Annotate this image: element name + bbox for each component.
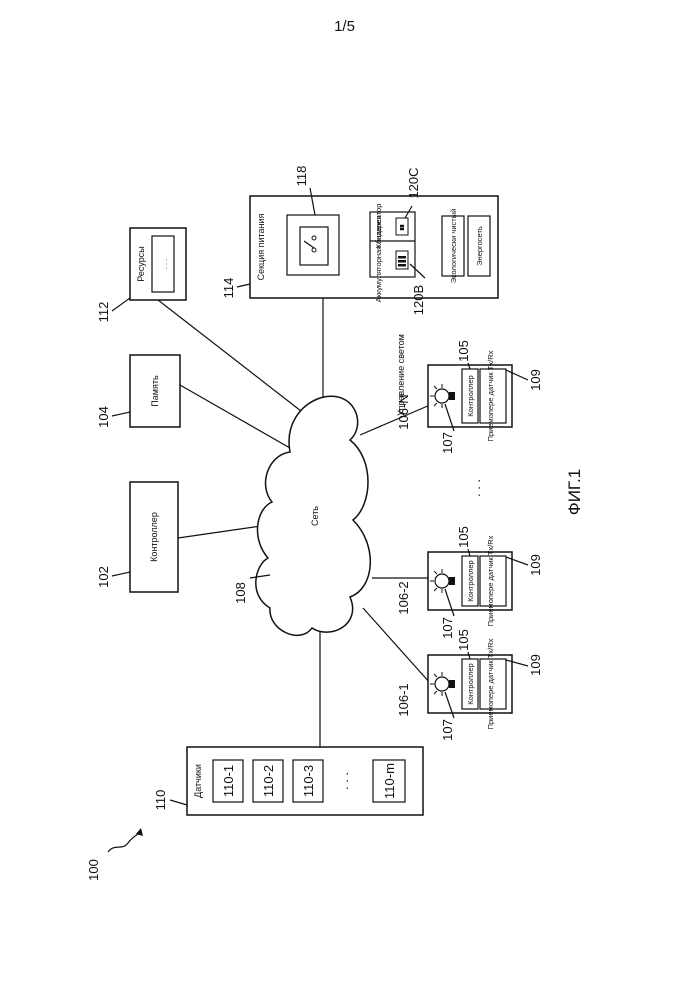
lamp-ref: 107	[440, 617, 455, 639]
resources-ref: 112	[96, 302, 111, 323]
power-section-ref: 114	[221, 278, 236, 299]
sensor-ellipsis: . . .	[336, 772, 351, 790]
grid-label: Энергосеть	[475, 226, 484, 266]
eco-label: Экологически чистый	[449, 209, 458, 284]
unit-ref: 106-2	[396, 581, 411, 614]
memory-ref-leader	[112, 412, 130, 416]
unit-controller-label: Контроллер	[466, 375, 475, 416]
link-resources-network	[158, 300, 310, 418]
link-controller-network	[178, 525, 268, 538]
figure-caption: ФИГ.1	[565, 469, 584, 515]
link-unitN-network	[360, 405, 430, 435]
switch-icon	[300, 227, 328, 265]
power-section-label: Секция питания	[256, 213, 266, 280]
unit-sensor-label: Приемопере датчик Tx/Rx	[486, 535, 495, 626]
sensor-item-label: 110-3	[301, 765, 316, 797]
sensor-item-label: 110-m	[382, 763, 397, 799]
sensors-ref-leader	[170, 800, 187, 805]
unit-sensor-label: Приемопере датчик Tx/Rx	[486, 638, 495, 729]
resources-ref-leader	[112, 298, 130, 311]
lamp-ref: 107	[440, 432, 455, 454]
memory-ref: 104	[96, 406, 111, 428]
unit-ref: 106-1	[396, 683, 411, 716]
capacitor-ref: 120C	[406, 167, 421, 198]
unit-controller-label: Контроллер	[466, 560, 475, 601]
resources-ellipsis: . . .	[160, 259, 169, 269]
capacitor-icon	[396, 218, 408, 235]
unit-sensor-label: Приемопере датчик Tx/Rx	[486, 350, 495, 441]
capacitor-label: Конденсатор	[374, 204, 383, 249]
controller-label: Контроллер	[149, 512, 159, 562]
resources-label: Ресурсы	[136, 246, 146, 282]
controller-ref: 102	[96, 566, 111, 588]
unit-sensor-ref: 109	[528, 554, 543, 576]
lamp-ref: 107	[440, 719, 455, 741]
unit-sensor-ref: 109	[528, 369, 543, 391]
link-memory-network	[180, 385, 290, 448]
controller-ref-leader	[112, 572, 130, 576]
unit-controller-ref: 105	[456, 340, 471, 362]
unit-continuation-dots: . . .	[468, 479, 483, 497]
unit-controller-ref: 105	[456, 629, 471, 651]
unit-controller-label: Контроллер	[466, 663, 475, 704]
sensor-item-label: 110-1	[221, 765, 236, 797]
switch-ref: 118	[294, 166, 309, 187]
network-ref: 108	[233, 582, 248, 604]
sensors-ref: 110	[153, 790, 168, 811]
unit-controller-ref: 105	[456, 526, 471, 548]
network-label: Сеть	[310, 506, 320, 526]
system-ref: 100	[86, 859, 101, 881]
battery-icon	[396, 251, 408, 269]
battery-ref: 120B	[411, 285, 426, 315]
sensors-label: Датчики	[193, 764, 203, 798]
system-ref-leader	[108, 832, 141, 852]
power-ref-leader	[237, 284, 250, 287]
sensor-item-label: 110-2	[261, 765, 276, 797]
unit-sensor-ref: 109	[528, 654, 543, 676]
memory-label: Память	[150, 375, 160, 407]
link-unit1-network	[363, 608, 430, 683]
unit-ref: 106-N	[396, 394, 411, 429]
